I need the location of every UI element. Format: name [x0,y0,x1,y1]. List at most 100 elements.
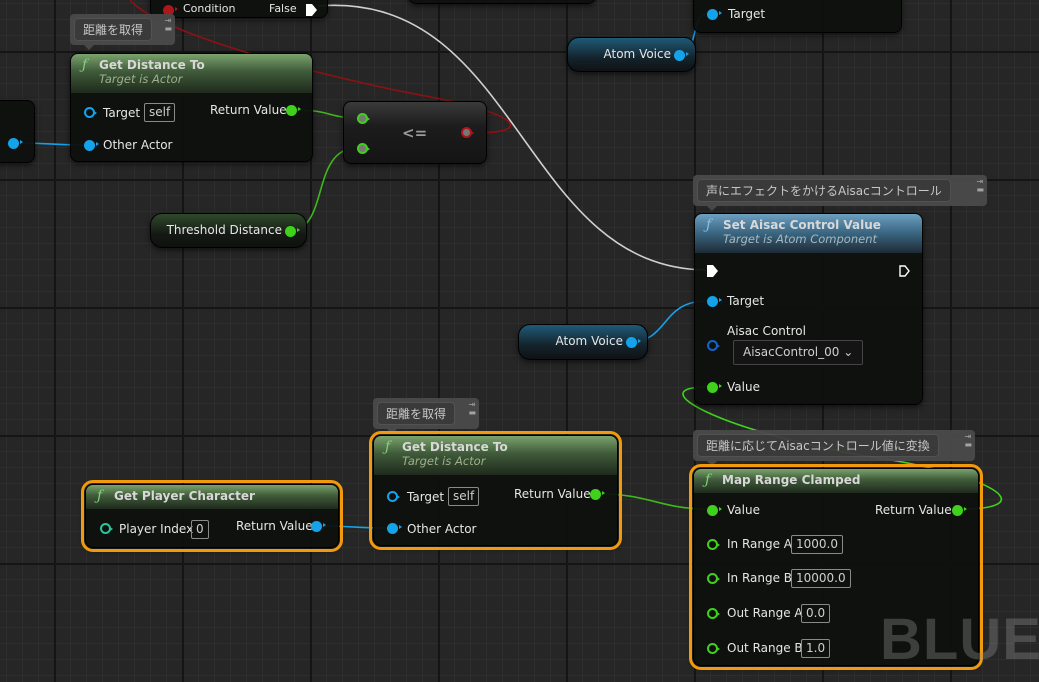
player-index-pin[interactable] [100,523,113,534]
in-range-b-pin[interactable] [707,573,720,584]
pin-comment-icon[interactable]: ⇥▬ [468,400,476,417]
exec-in-icon[interactable] [707,265,718,277]
comment-text: 距離を取得 [377,402,456,425]
return-value-label: Return Value [210,103,287,117]
comment-text: 声にエフェクトをかけるAisacコントロール [697,179,951,202]
value-pin[interactable] [707,382,722,393]
comment-text: 距離を取得 [74,18,153,41]
other-actor-label: Other Actor [407,522,477,536]
target-value-field[interactable]: self [144,103,176,122]
in-range-b-label: In Range B [727,571,793,585]
target-pin[interactable] [387,491,400,502]
out-range-a-pin[interactable] [707,608,720,619]
node-subtitle: Target is Actor [99,72,183,86]
out-range-b-pin[interactable] [707,643,720,654]
operator-label: <= [402,124,428,142]
return-value-pin[interactable] [590,489,605,500]
function-icon: ƒ [706,217,712,233]
aisac-control-label: Aisac Control [727,324,806,338]
atom-voice-variable[interactable]: Atom Voice [518,324,648,360]
cut-node[interactable] [408,0,596,4]
less-equal-node[interactable]: <= [343,101,487,164]
comment-bubble[interactable]: 距離を取得 ⇥▬ [373,398,479,434]
return-value-label: Return Value [514,487,591,501]
function-icon: ƒ [97,488,103,504]
other-actor-pin[interactable] [84,140,99,151]
other-actor-pin[interactable] [387,523,402,534]
atom-voice-variable-top[interactable]: Atom Voice [567,37,696,72]
target-label: Target [727,294,765,308]
return-value-pin[interactable] [311,521,326,532]
target-label: Target [103,106,141,120]
function-icon: ƒ [82,57,88,73]
node-subtitle: Target is Atom Component [723,232,878,246]
out-range-a-field[interactable]: 0.0 [801,604,831,623]
aisac-control-pin[interactable] [707,340,720,351]
node-title: Get Distance To [402,440,508,454]
pin-comment-icon[interactable]: ⇥▬ [976,177,984,194]
blueprint-watermark: BLUEP [880,607,1039,672]
node-title: Set Aisac Control Value [723,218,881,232]
threshold-distance-variable[interactable]: Threshold Distance [150,213,307,248]
out-range-a-label: Out Range A [727,606,803,620]
value-label: Value [727,503,760,517]
in-range-a-label: In Range A [727,537,793,551]
top-right-node[interactable]: Target [693,0,902,33]
value-label: Value [727,380,760,394]
dropdown-value: AisacControl_00 [743,345,840,359]
player-index-label: Player Index [119,522,194,536]
return-value-label: Return Value [875,503,952,517]
target-label: Target [728,7,766,21]
in-range-b-field[interactable]: 10000.0 [791,569,851,588]
out-range-b-label: Out Range B [727,641,803,655]
branch-node[interactable]: Condition False [150,0,328,18]
comment-bubble[interactable]: 距離に応じてAisacコントロール値に変換⇥▬ [693,430,975,466]
variable-label: Atom Voice [555,334,623,348]
function-icon: ƒ [705,472,711,488]
player-index-field[interactable]: 0 [191,520,209,539]
aisac-control-dropdown[interactable]: AisacControl_00 ⌄ [733,340,864,365]
input-b-pin[interactable] [357,143,370,154]
function-icon: ƒ [385,439,391,455]
get-distance-to-node-selected[interactable]: ƒ Get Distance To Target is Actor Target… [369,431,622,550]
out-range-b-field[interactable]: 1.0 [801,639,831,658]
condition-label: Condition [183,2,236,15]
target-label: Target [407,490,445,504]
target-pin[interactable] [707,296,722,307]
node-title: Get Player Character [114,489,255,503]
set-aisac-control-value-node[interactable]: ƒ Set Aisac Control Value Target is Atom… [694,213,923,405]
false-label: False [269,2,297,15]
left-cut-node[interactable]: e [0,100,35,163]
target-value-field[interactable]: self [448,487,480,506]
variable-label: Threshold Distance [166,223,282,237]
variable-pin[interactable] [285,226,300,237]
in-range-a-field[interactable]: 1000.0 [791,535,843,554]
return-value-label: Return Value [236,519,313,533]
variable-pin[interactable] [626,337,641,348]
variable-pin[interactable] [674,50,689,61]
get-distance-to-node[interactable]: ƒ Get Distance To Target is Actor Target… [70,53,313,162]
get-player-character-node[interactable]: ƒ Get Player Character Player Index 0 Re… [81,480,343,552]
comment-bubble[interactable]: 距離を取得 ⇥▬ [70,14,175,50]
node-subtitle: Target is Actor [402,454,486,468]
variable-label: Atom Voice [603,47,671,61]
in-range-a-pin[interactable] [707,539,720,550]
target-pin[interactable] [707,9,722,20]
condition-pin[interactable] [163,5,178,16]
other-actor-label: Other Actor [103,138,173,152]
node-title: Get Distance To [99,58,205,72]
target-pin[interactable] [84,107,97,118]
exec-out-icon[interactable] [899,265,910,277]
return-value-pin[interactable] [952,505,967,516]
exec-out-false-icon[interactable] [306,4,317,16]
input-a-pin[interactable] [357,113,370,124]
map-range-clamped-node[interactable]: ƒ Map Range Clamped Value Return Value I… [689,464,983,670]
pin-comment-icon[interactable]: ⇥▬ [964,432,972,449]
node-title: Map Range Clamped [722,473,861,487]
return-value-pin[interactable] [286,105,301,116]
pin-comment-icon[interactable]: ⇥▬ [164,16,172,33]
value-pin[interactable] [707,505,722,516]
result-pin[interactable] [461,127,474,138]
output-pin[interactable] [8,138,23,149]
comment-bubble[interactable]: 声にエフェクトをかけるAisacコントロール ⇥▬ [693,175,987,211]
